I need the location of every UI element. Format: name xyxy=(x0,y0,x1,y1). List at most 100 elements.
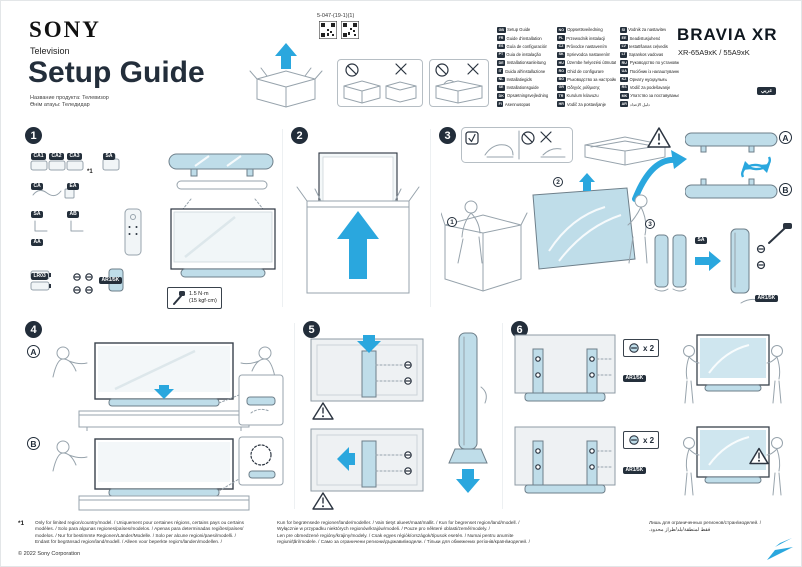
divider xyxy=(294,323,295,509)
footnote-line: modelos. / Nur für bestimmte Regionen/Lä… xyxy=(35,532,236,538)
language-label: Kurulum kılavuzu xyxy=(566,93,599,99)
language-label: Посібник із налаштування xyxy=(629,68,679,74)
language-label: Vodnik za nastavitev xyxy=(628,27,667,33)
part-label-badge: CA xyxy=(31,183,44,190)
language-code-badge: GB xyxy=(497,27,506,33)
carry-tv-illustration-top xyxy=(683,334,783,404)
stand-bar-a xyxy=(685,132,778,147)
language-code-badge: CZ xyxy=(557,43,565,50)
arabic-language-tag: عربي xyxy=(757,87,777,95)
footnote-line: Len pre obmedzené regióny/krajiny/modely… xyxy=(277,532,514,538)
rear-attach-illustration-top xyxy=(310,335,424,420)
step-number: 6 xyxy=(511,321,528,338)
cross-icon xyxy=(467,63,479,75)
part-label-badge: AR1/5K xyxy=(623,375,646,382)
language-label: Opsætningsvejledning xyxy=(506,93,549,99)
placement-a-illustration xyxy=(52,342,284,431)
part-label-badge: SA xyxy=(31,211,43,218)
tv-front-illustration xyxy=(170,198,276,278)
part-label-badge: AB xyxy=(67,211,80,218)
part-label-badge: CA3 xyxy=(67,153,83,160)
placement-b-illustration xyxy=(52,436,284,511)
language-code-badge: SE xyxy=(497,84,505,91)
part-label-badge: EA xyxy=(67,183,79,190)
copyright-notice: © 2022 Sony Corporation xyxy=(18,551,81,557)
step-1-accessories: 1 CA1 CA2 CA3 SA CA EA SA AB AA LR03 AR1 xyxy=(19,125,283,315)
language-label: Руководство по установке xyxy=(629,60,679,66)
language-label: Guía de configuración xyxy=(506,43,548,49)
step-4-place-on-furniture: 4 A B xyxy=(19,319,291,515)
language-label: Installationsguide xyxy=(506,85,539,91)
footnote-line: Kun for begrænsede regioner/lande/modell… xyxy=(277,520,520,525)
footnote-reference: *1 xyxy=(87,169,93,175)
footnote-line: modèles. / Solo para algunas regiones/pa… xyxy=(35,526,244,532)
no-icon xyxy=(521,131,535,145)
stand-bar-b xyxy=(685,184,778,199)
handling-warning-panel xyxy=(337,59,423,107)
substep-2-label: 2 xyxy=(553,177,563,187)
language-label: Asennusopas xyxy=(504,101,531,107)
language-label: Οδηγός ρύθμισης xyxy=(567,85,600,91)
language-code-badge: SI xyxy=(620,27,627,33)
language-code-badge: HU xyxy=(557,60,566,66)
language-label: Sąrankos vadovas xyxy=(628,52,664,58)
language-code-badge: BG xyxy=(557,76,566,83)
language-code-badge: NL xyxy=(497,76,505,83)
language-code-badge: LV xyxy=(620,43,628,50)
rotate-arrows-icon xyxy=(741,156,771,178)
correct-incorrect-panel xyxy=(461,127,573,163)
language-code-badge: UA xyxy=(620,68,629,75)
variant-b-label: B xyxy=(27,437,40,450)
language-code-badge: TR xyxy=(557,93,565,99)
sony-blue-swoosh-logo xyxy=(767,538,793,560)
document-number: 5-047-(19-1)(1) xyxy=(317,13,355,19)
language-code-badge: ES xyxy=(497,43,505,50)
language-code-badge: EE xyxy=(620,35,628,42)
divider xyxy=(282,129,283,307)
language-label: Installatiegids xyxy=(506,76,532,82)
screw-icon xyxy=(629,343,639,353)
footnote-marker: *1 xyxy=(18,520,25,527)
language-code-badge: RS xyxy=(620,84,629,91)
part-label-badge: SA xyxy=(103,153,115,160)
product-name-ru: Название продукта: Телевизор xyxy=(30,95,109,101)
language-label: Installationsanleitung xyxy=(506,60,546,66)
language-code-badge: AR xyxy=(620,101,629,108)
language-code-badge: DE xyxy=(497,60,506,66)
part-label-badge: AR1/5K xyxy=(623,467,646,474)
language-code-badge: PT xyxy=(497,51,505,58)
step-number: 3 xyxy=(439,127,456,144)
stand-b-label: B xyxy=(779,183,792,196)
screwdriver-icon xyxy=(173,291,185,305)
language-code-badge: LT xyxy=(620,51,628,58)
rear-screw-illustration-bottom xyxy=(514,426,616,494)
cross-icon xyxy=(540,131,552,143)
part-label-badge: CA2 xyxy=(49,153,65,160)
xr-wordmark: XR xyxy=(751,25,778,44)
language-label: Przewodnik instalacji xyxy=(566,35,606,41)
screw-count-label: x 2 xyxy=(643,343,655,353)
screw-count-callout: x 2 xyxy=(623,339,660,357)
part-label-badge: CA1 xyxy=(31,153,47,160)
down-arrow-icon xyxy=(357,335,381,353)
handling-warning-panel-2 xyxy=(429,59,489,107)
screw-count-callout: x 2 xyxy=(623,431,660,449)
handling-warning-illustration-2 xyxy=(435,63,483,104)
no-icon xyxy=(435,63,449,77)
language-label: Упатство за поставување xyxy=(630,93,679,99)
language-code-badge: FI xyxy=(497,101,504,108)
language-code-badge: IT xyxy=(497,68,504,75)
torque-value: 1.5 N·m xyxy=(189,291,209,298)
